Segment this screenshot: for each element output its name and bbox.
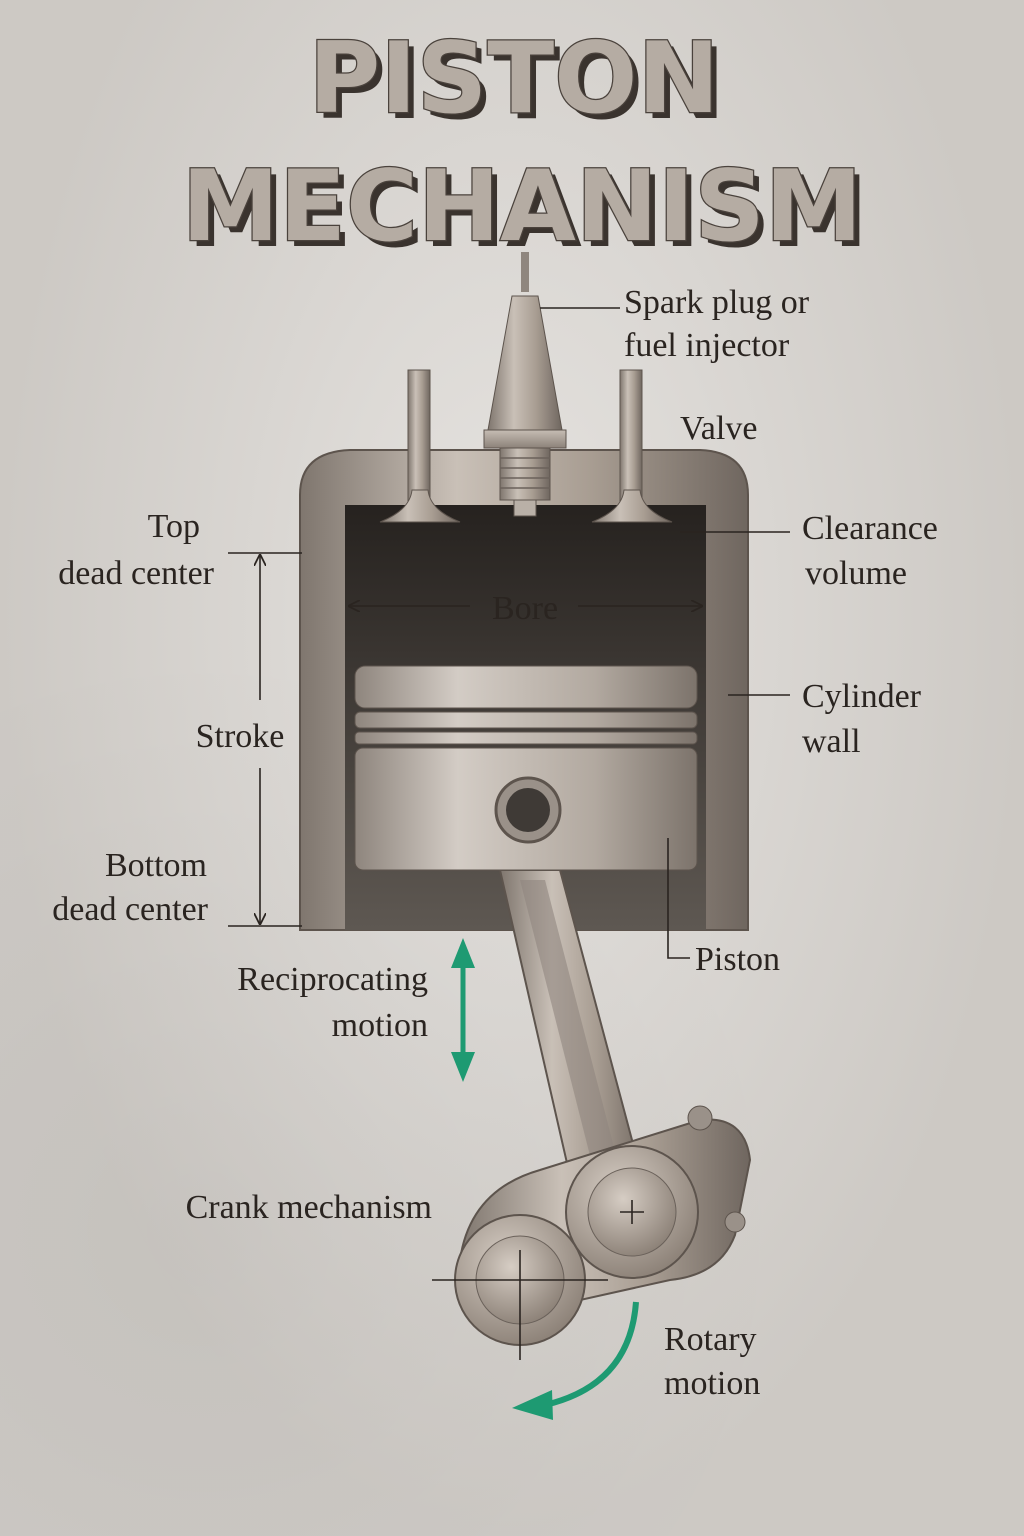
- piston-leader: [667, 838, 690, 959]
- title-line-1-shadow: PISTON: [314, 28, 725, 142]
- piston: [354, 665, 698, 871]
- valve-left: [379, 369, 461, 523]
- tdc-label-line-2: dead center: [58, 555, 214, 592]
- bore-label: Bore: [492, 590, 558, 627]
- labels: Spark plug or fuel injector Valve Top de…: [52, 284, 938, 1402]
- bdc-label-line-1: Bottom: [105, 847, 207, 884]
- bdc-label-line-2: dead center: [52, 891, 208, 928]
- spark-plug-label-line-1: Spark plug or: [624, 284, 810, 321]
- stroke-label: Stroke: [196, 718, 285, 755]
- stroke-dimension: [228, 552, 302, 927]
- rotary-motion-label-line-1: Rotary: [664, 1321, 757, 1358]
- rotary-motion-label-line-2: motion: [664, 1365, 760, 1402]
- clearance-volume-label-line-1: Clearance: [802, 510, 938, 547]
- reciprocating-motion-arrow: [451, 938, 475, 1082]
- leader-lines: [540, 307, 790, 959]
- tdc-label-line-1: Top: [148, 508, 200, 545]
- title: PISTON PISTON MECHANISM MECHANISM: [180, 21, 869, 270]
- valve-label: Valve: [680, 410, 757, 447]
- cylinder-wall-label-line-2: wall: [802, 723, 861, 760]
- crank-mechanism: [432, 1105, 752, 1360]
- title-line-2-shadow: MECHANISM: [188, 156, 869, 270]
- title-line-2: MECHANISM: [182, 150, 863, 264]
- reciprocating-motion-label-line-1: Reciprocating: [237, 961, 428, 998]
- cylinder-wall-label-line-1: Cylinder: [802, 678, 922, 715]
- spark-plug: [483, 252, 567, 517]
- clearance-volume-label-line-2: volume: [805, 555, 907, 592]
- title-line-1: PISTON: [308, 22, 719, 136]
- piston-label: Piston: [695, 941, 780, 978]
- crank-mechanism-label: Crank mechanism: [186, 1189, 432, 1226]
- valve-right: [591, 369, 673, 523]
- rotary-motion-arrow: [512, 1301, 639, 1420]
- spark-plug-label-line-2: fuel injector: [624, 327, 790, 364]
- reciprocating-motion-label-line-2: motion: [332, 1007, 428, 1044]
- crank-center-crosshair: [432, 1200, 644, 1360]
